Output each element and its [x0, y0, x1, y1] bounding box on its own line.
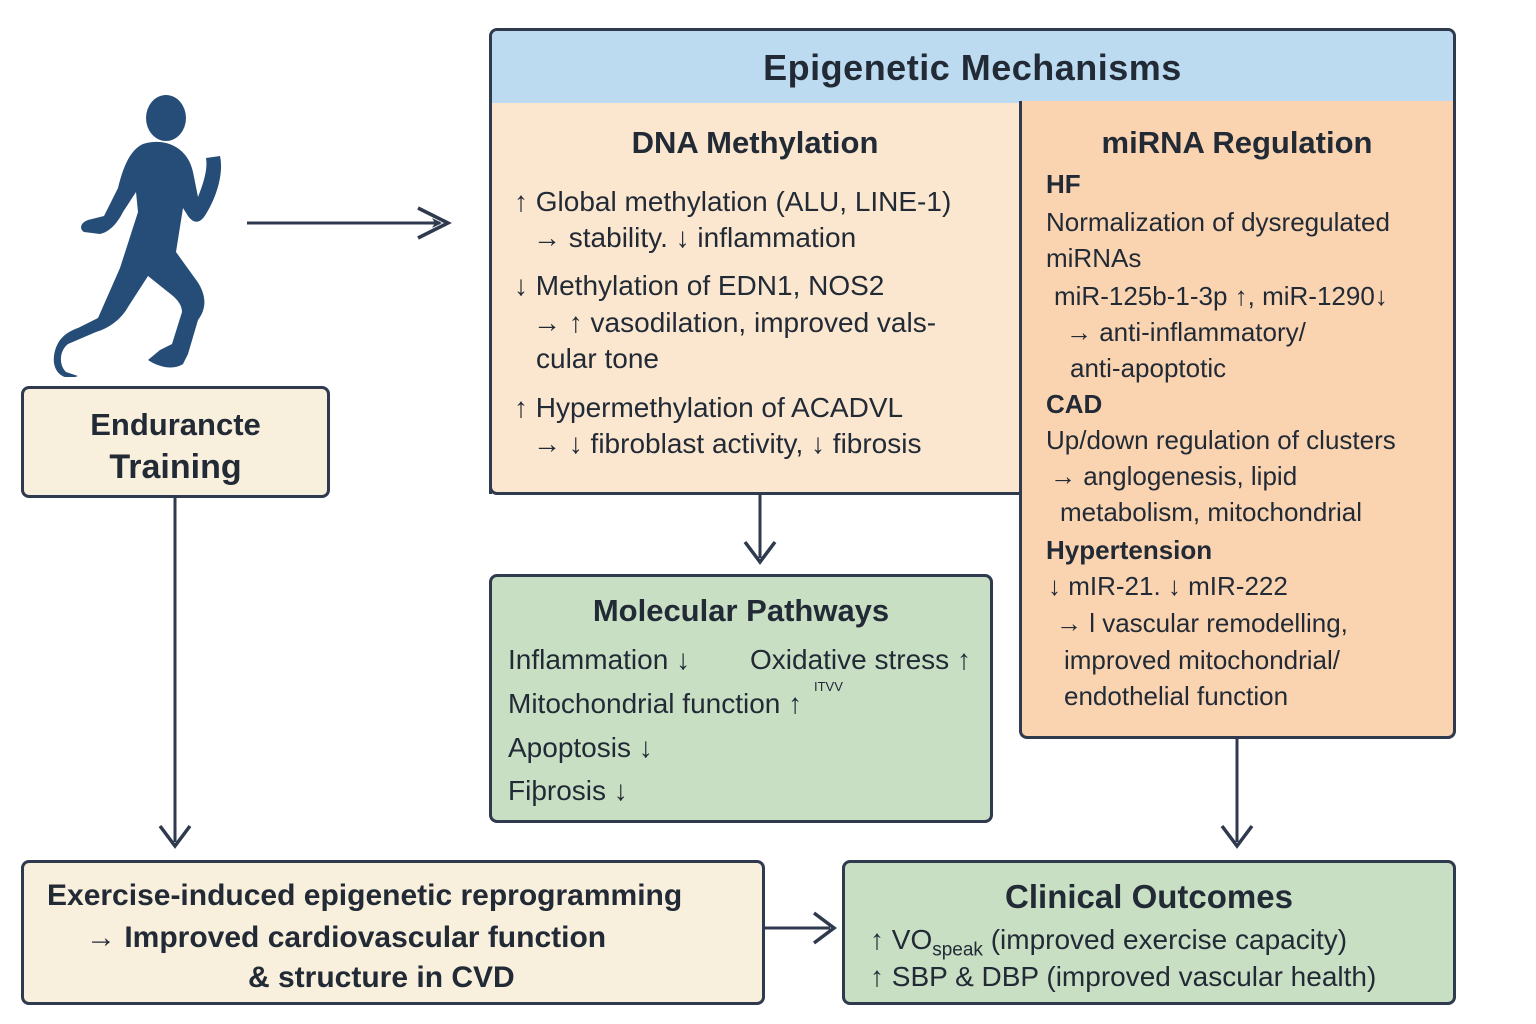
- mirna-regulation-box: [1019, 101, 1456, 739]
- mirna-htn-line-4: endothelial function: [1064, 681, 1289, 711]
- clinical-line-1-suffix: (improved exercise capacity): [982, 924, 1348, 955]
- clinical-outcomes-box: [842, 860, 1456, 1005]
- mirna-hf-heading: HF: [1046, 169, 1081, 199]
- dna-methylation-title: DNA Methylation: [631, 125, 879, 160]
- training-line-2: Training: [109, 448, 242, 486]
- dna-methylation-panel: [489, 103, 1021, 495]
- clinical-title: Clinical Outcomes: [1005, 878, 1293, 915]
- molecular-fibrosis: Fiþrosis ↓: [508, 775, 628, 806]
- clinical-line-1: ↑ VOspeak (improved exercise capacity): [870, 922, 1347, 969]
- endurance-training-box: Endurancte Training: [21, 386, 330, 498]
- reprogramming-line-3: & structure in CVD: [248, 961, 515, 994]
- mirna-htn-line-1: ↓ mIR-21. ↓ mIR-222: [1048, 571, 1288, 601]
- clinical-line-1-prefix: ↑ VO: [870, 924, 933, 955]
- mirna-cad-line-1: Up/down regulation of clusters: [1046, 425, 1396, 455]
- reprogramming-line-2: → Improved cardiovascular function: [86, 921, 607, 954]
- mirna-hf-line-3: miR-125b-1-3p ↑, miR-1290↓: [1054, 281, 1388, 311]
- mirna-hf-line-2: miRNAs: [1046, 243, 1142, 273]
- mirna-hf-line-5: anti-apoptotic: [1070, 353, 1227, 383]
- clinical-line-2: ↑ SBP & DBP (improved vascular health): [870, 961, 1377, 992]
- dna-line-1: ↑ Global methylation (ALU, LINE-1): [514, 186, 952, 217]
- mirna-cad-line-2: → anglogenesis, lipid: [1050, 461, 1298, 491]
- mirna-title: miRNA Regulation: [1101, 125, 1373, 160]
- runner-icon: [53, 95, 221, 377]
- dna-line-5: cular tone: [536, 343, 659, 374]
- dna-line-6: ↑ Hypermethylation of ACADVL: [514, 392, 904, 423]
- mirna-htn-heading: Hypertension: [1046, 535, 1213, 565]
- mirna-hf-line-4: → anti-inflammatory/: [1066, 317, 1306, 347]
- molecular-inflammation: Inflammation ↓: [508, 644, 691, 675]
- dna-line-2: → stability. ↓ inflammation: [533, 222, 857, 253]
- epigenetic-title: Epigenetic Mechanisms: [763, 47, 1182, 88]
- dna-line-3: ↓ Methylation of EDN1, NOS2: [514, 270, 885, 301]
- clinical-line-1-sub: speak: [932, 939, 983, 961]
- molecular-mito-superscript: ITVV: [814, 679, 843, 694]
- mirna-cad-line-3: metabolism, mitochondrial: [1060, 497, 1363, 527]
- mirna-htn-line-2: → l vascular remodelling,: [1056, 608, 1348, 638]
- molecular-pathways-box: [489, 574, 993, 823]
- dna-line-4: → ↑ vasodilation, improved vals-: [533, 307, 937, 338]
- reprogramming-line-1: Exercise-induced epigenetic reprogrammin…: [47, 879, 683, 912]
- training-line-1: Endurancte: [90, 407, 261, 442]
- mirna-cad-heading: CAD: [1046, 389, 1103, 419]
- dna-line-7: → ↓ fibroblast activity, ↓ fibrosis: [533, 428, 922, 459]
- mirna-hf-line-1: Normalization of dysregulated: [1046, 207, 1390, 237]
- epigenetic-header: Epigenetic Mechanisms: [492, 31, 1453, 106]
- reprogramming-box: [21, 860, 765, 1005]
- molecular-oxidative-stress: Oxidative stress ↑: [750, 644, 971, 675]
- molecular-title: Molecular Pathways: [592, 593, 890, 628]
- molecular-mitochondrial: Mitochondrial function ↑: [508, 688, 803, 719]
- molecular-apoptosis: Apoptosis ↓: [508, 732, 653, 763]
- mirna-htn-line-3: improved mitochondrial/: [1064, 645, 1341, 675]
